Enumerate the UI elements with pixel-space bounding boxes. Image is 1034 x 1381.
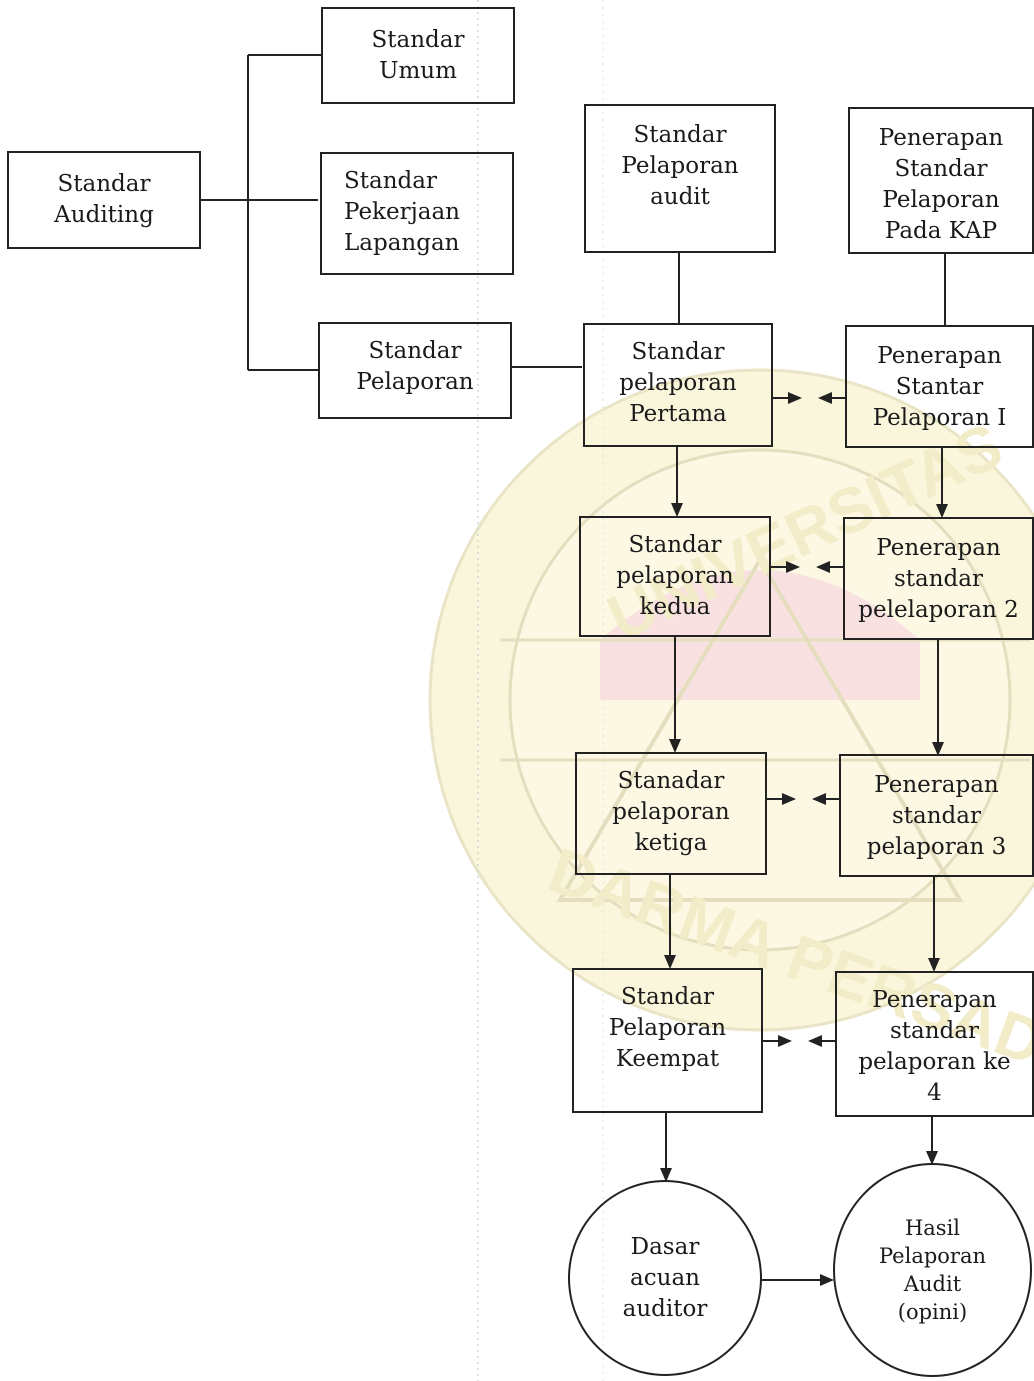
node-standar-pelaporan-kedua: Standar pelaporan kedua [579, 516, 771, 637]
node-line: Standar [633, 122, 727, 148]
node-line: Standar [371, 27, 465, 53]
node-line: Audit [903, 1272, 962, 1296]
cross-arrows [760, 392, 845, 1286]
node-line: Pada KAP [884, 218, 998, 244]
node-line: (opini) [897, 1300, 968, 1324]
node-line: Stanadar [617, 768, 725, 794]
node-dasar-acuan-auditor: Dasar acuan auditor [568, 1180, 762, 1376]
node-line: Umum [379, 58, 457, 84]
node-line: pelaporan [612, 799, 730, 825]
node-line: Pelaporan [882, 187, 1000, 213]
node-line: Stantar [895, 374, 984, 400]
node-line: ketiga [634, 830, 708, 856]
node-line: Pelaporan [608, 1015, 727, 1041]
node-line: Auditing [54, 202, 154, 228]
node-line: Pelaporan [356, 369, 474, 395]
node-line: pelelaporan 2 [858, 597, 1019, 623]
node-penerapan-standar-pelelaporan-2: Penerapan standar pelelaporan 2 [843, 517, 1034, 640]
tree-connectors [201, 54, 946, 371]
node-line: Pelaporan [621, 153, 739, 179]
node-line: pelaporan [616, 563, 734, 589]
node-standar-pelaporan: Standar Pelaporan [318, 322, 512, 419]
node-line: Penerapan [874, 772, 999, 798]
node-line: kedua [639, 594, 711, 620]
node-hasil-pelaporan-audit: Hasil Pelaporan Audit (opini) [833, 1163, 1032, 1377]
node-line: Keempat [615, 1046, 720, 1072]
node-line: Penerapan [872, 987, 997, 1013]
node-line: Standar [57, 171, 151, 197]
node-line: acuan [630, 1264, 700, 1291]
node-line: standar [893, 566, 983, 592]
watermark-seal: UNIVERSITAS DARMA PERSADA [428, 368, 1034, 1095]
node-penerapan-standar-pelaporan-3: Penerapan standar pelaporan 3 [839, 754, 1034, 877]
node-penerapan-standar-pelaporan-ke-4: Penerapan standar pelaporan ke 4 [835, 971, 1034, 1117]
node-line: Standar [368, 338, 462, 364]
node-line: Pelaporan [878, 1244, 987, 1268]
node-stanadar-pelaporan-ketiga: Stanadar pelaporan ketiga [575, 752, 767, 875]
node-line: Standar [894, 156, 988, 182]
node-line: Dasar [630, 1233, 700, 1260]
node-line: Penerapan [877, 343, 1002, 369]
right-column-arrows [926, 448, 948, 1165]
node-line: Hasil [904, 1216, 961, 1240]
left-column-arrows [660, 447, 683, 1182]
node-line: Lapangan [344, 230, 460, 256]
node-line: Standar [631, 339, 725, 365]
node-line: pelaporan 3 [866, 834, 1007, 860]
node-line: Pertama [629, 401, 727, 427]
node-line: Penerapan [876, 535, 1001, 561]
node-line: standar [891, 803, 981, 829]
node-line: audit [650, 184, 710, 210]
node-standar-pelaporan-audit: Standar Pelaporan audit [584, 104, 776, 253]
node-standar-auditing: Standar Auditing [7, 151, 201, 249]
node-line: Standar [628, 532, 722, 558]
node-line: pelaporan ke [858, 1049, 1011, 1075]
node-standar-pelaporan-keempat: Standar Pelaporan Keempat [572, 968, 763, 1113]
node-line: auditor [622, 1295, 708, 1322]
node-line: pelaporan [619, 370, 737, 396]
node-standar-pekerjaan-lapangan: Standar Pekerjaan Lapangan [320, 152, 514, 275]
node-line: Standar [344, 168, 437, 194]
node-line: standar [889, 1018, 979, 1044]
node-line: Pelaporan I [872, 405, 1007, 431]
node-penerapan-stantar-pelaporan-1: Penerapan Stantar Pelaporan I [845, 325, 1034, 448]
node-standar-pelaporan-pertama: Standar pelaporan Pertama [583, 323, 773, 447]
node-standar-umum: Standar Umum [321, 7, 515, 104]
node-line: Standar [621, 984, 714, 1010]
node-line: Penerapan [878, 125, 1004, 151]
node-line: Pekerjaan [344, 199, 460, 225]
node-penerapan-standar-pelaporan-kap: Penerapan Standar Pelaporan Pada KAP [848, 107, 1034, 254]
node-line: 4 [927, 1080, 942, 1106]
